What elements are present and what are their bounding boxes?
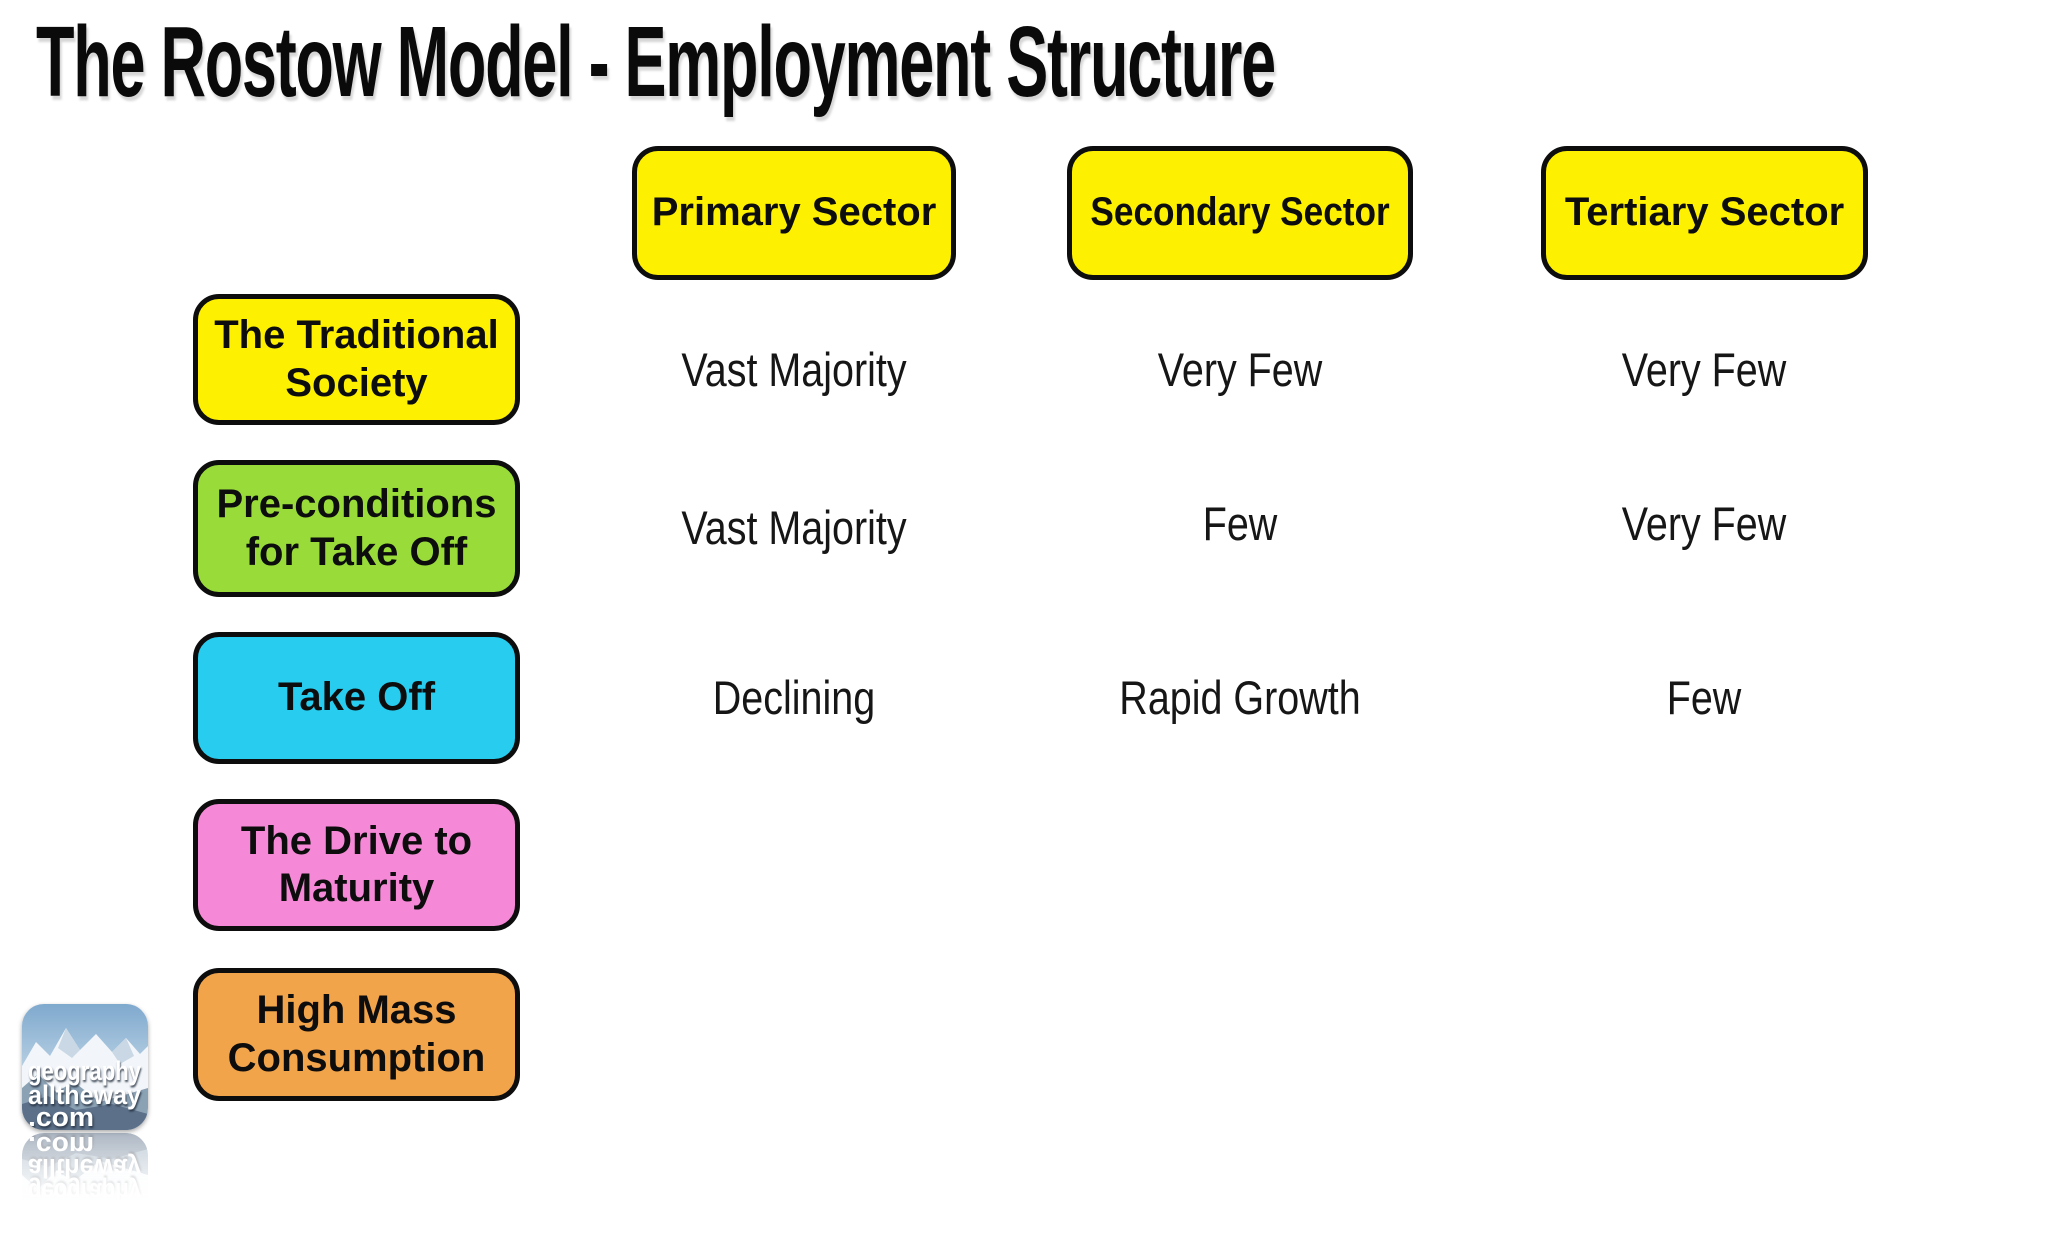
cell-takeoff-primary: Declining <box>712 671 876 724</box>
column-header-secondary-sector: Secondary Sector <box>1067 146 1413 280</box>
cell-preconditions-primary: Vast Majority <box>681 501 907 554</box>
stage-label: Pre-conditions for Take Off <box>216 482 497 574</box>
stage-box-traditional-society: The Traditional Society <box>193 294 520 425</box>
cell-preconditions-secondary: Few <box>1202 497 1278 550</box>
logo-text-line3: .com <box>28 1102 94 1130</box>
page-title: The Rostow Model - Employment Structure <box>36 6 1276 118</box>
cell-preconditions-tertiary: Very Few <box>1621 497 1787 550</box>
stage-label: The Traditional Society <box>214 313 499 405</box>
stage-box-take-off: Take Off <box>193 632 520 764</box>
stage-box-drive-to-maturity: The Drive to Maturity <box>193 799 520 931</box>
cell-takeoff-tertiary: Few <box>1666 671 1742 724</box>
logo-geographyalltheway: geography alltheway .com <box>22 1004 148 1130</box>
logo-text-line3: .com <box>28 1133 94 1161</box>
stage-label: High Mass Consumption <box>227 988 486 1080</box>
stage-label: Take Off <box>277 675 436 720</box>
stage-label: The Drive to Maturity <box>240 818 473 910</box>
column-header-label: Primary Sector <box>651 190 937 235</box>
logo-text-line1: geography <box>28 1056 141 1086</box>
logo-text-line2: alltheway <box>28 1080 141 1110</box>
cell-takeoff-secondary: Rapid Growth <box>1119 671 1361 724</box>
stage-box-preconditions-for-take-off: Pre-conditions for Take Off <box>193 460 520 597</box>
cell-traditional-secondary: Very Few <box>1157 343 1323 396</box>
column-header-tertiary-sector: Tertiary Sector <box>1541 146 1868 280</box>
column-header-label: Tertiary Sector <box>1564 190 1845 235</box>
column-header-label: Secondary Sector <box>1090 190 1390 235</box>
cell-traditional-tertiary: Very Few <box>1621 343 1787 396</box>
cell-traditional-primary: Vast Majority <box>681 343 907 396</box>
column-header-primary-sector: Primary Sector <box>632 146 956 280</box>
stage-box-high-mass-consumption: High Mass Consumption <box>193 968 520 1101</box>
mountain-image: geography alltheway .com <box>22 1004 148 1130</box>
